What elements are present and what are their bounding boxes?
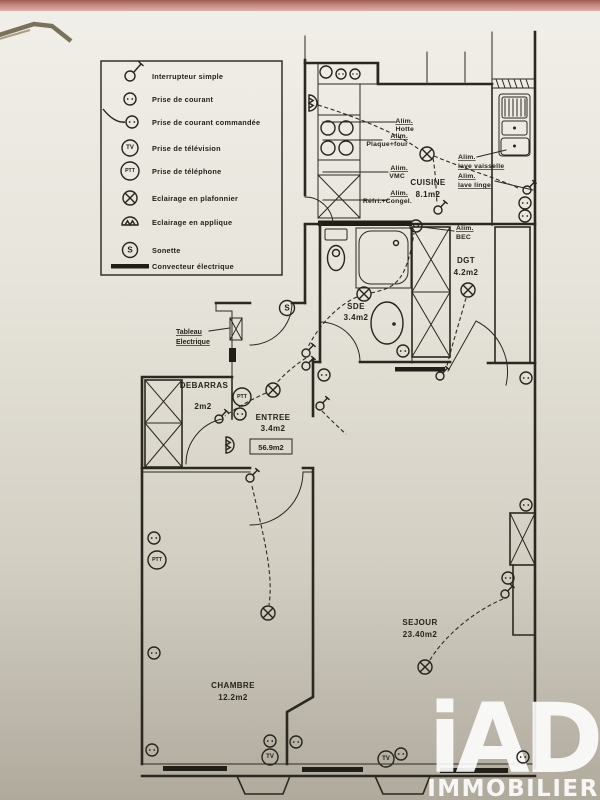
alim-refri-name: Réfri.+Congel.	[363, 198, 412, 205]
legend-box: Interrupteur simple Prise de courant Pri…	[100, 60, 283, 276]
room-area-sde: 3.4m2	[344, 313, 369, 322]
legend-item-switch: Interrupteur simple	[124, 60, 223, 82]
legend-item-phone: Prise de téléphone	[120, 161, 221, 181]
alim-bec-prefix: Alim.	[456, 225, 474, 232]
debarras-closet	[144, 379, 183, 468]
alim-plaque-name: Plaque+four	[366, 141, 408, 148]
shower	[355, 227, 412, 289]
alim-lave-linge-name: lave linge	[458, 182, 491, 189]
walls	[140, 30, 537, 795]
dgt-closet	[411, 226, 451, 358]
alim-plaque-prefix: Alim.	[390, 133, 408, 140]
legend-label: Interrupteur simple	[152, 72, 223, 81]
room-area-sejour: 23.40m2	[403, 630, 438, 639]
alim-lave-vaisselle-name: lave vaisselle	[458, 163, 504, 170]
legend-label: Prise de courant commandée	[152, 118, 260, 127]
switch-icon	[124, 60, 144, 82]
panel-label-line2: Electrique	[176, 339, 210, 346]
room-label-chambre: CHAMBRE	[211, 681, 255, 690]
panel-label: Tableau Electrique	[176, 329, 210, 346]
wiring-curves	[224, 104, 521, 661]
legend-item-tv: Prise de télévision	[121, 139, 221, 157]
alim-vmc-name: VMC	[389, 173, 405, 180]
alim-lave-vaisselle-prefix: Alim.	[458, 154, 476, 161]
electric-heater	[440, 768, 508, 773]
room-area-cuisine: 8.1m2	[416, 190, 441, 199]
room-area-dgt: 4.2m2	[454, 268, 479, 277]
electric-heater	[395, 367, 445, 372]
alim-bec-name: BEC	[456, 234, 471, 241]
legend-label: Eclairage en plafonnier	[152, 194, 238, 203]
sink-unit	[498, 93, 531, 157]
pen-object	[0, 21, 73, 43]
room-labels: CUISINE 8.1m2 SDE 3.4m2 DGT 4.2m2 ENTREE…	[180, 178, 479, 702]
legend-label: Sonette	[152, 246, 181, 255]
legend-item-switched-outlet: Prise de courant commandée	[102, 108, 260, 129]
room-label-dgt: DGT	[457, 256, 475, 265]
total-area-box: 56.9m2	[249, 438, 293, 455]
room-label-entree: ENTREE	[256, 413, 291, 422]
legend-item-doorbell: Sonette	[121, 241, 181, 259]
room-area-chambre: 12.2m2	[218, 693, 248, 702]
legend-label: Prise de télévision	[152, 144, 221, 153]
room-label-debarras: DEBARRAS	[180, 381, 229, 390]
room-area-entree: 3.4m2	[261, 424, 286, 433]
legend-item-ceiling-light: Eclairage en plafonnier	[122, 190, 238, 206]
sejour-niche	[509, 512, 536, 636]
legend-label: Convecteur électrique	[152, 262, 234, 271]
electric-heater	[163, 766, 227, 771]
room-label-cuisine: CUISINE	[410, 178, 446, 187]
alim-vmc-prefix: Alim.	[390, 165, 408, 172]
alim-labels: Alim. Hotte Alim. Plaque+four Alim. VMC …	[363, 118, 504, 241]
fridge	[317, 174, 361, 219]
leader-lines	[208, 121, 534, 332]
electric-heater	[302, 767, 363, 772]
alim-lave-linge-prefix: Alim.	[458, 173, 476, 180]
toilet	[324, 228, 348, 272]
room-label-sde: SDE	[347, 302, 365, 311]
legend-item-wall-light: Eclairage en applique	[121, 216, 232, 227]
alim-hotte-name: Hotte	[396, 126, 414, 133]
shaft	[494, 226, 531, 364]
watermark-brand: iAD	[429, 683, 599, 795]
cooktop	[320, 120, 354, 156]
fixtures	[317, 62, 531, 345]
electrical-panel	[229, 317, 243, 362]
legend-item-outlet: Prise de courant	[123, 92, 213, 106]
legend-label: Eclairage en applique	[152, 218, 232, 227]
alim-hotte-prefix: Alim.	[395, 118, 413, 125]
total-area-value: 56.9m2	[258, 443, 283, 452]
kitchen-counter	[317, 62, 378, 219]
legend-item-heater: Convecteur électrique	[111, 262, 234, 271]
room-label-sejour: SEJOUR	[402, 618, 437, 627]
watermark-subtitle: IMMOBILIER	[427, 776, 599, 800]
heater-icon	[111, 264, 149, 269]
photo-background-band	[0, 0, 600, 11]
washbasin	[370, 301, 404, 345]
legend-label: Prise de courant	[152, 95, 213, 104]
alim-refri-prefix: Alim.	[390, 190, 408, 197]
iad-watermark: iAD IMMOBILIER	[427, 683, 600, 800]
panel-label-line1: Tableau	[176, 329, 202, 336]
legend-label: Prise de téléphone	[152, 167, 221, 176]
room-area-debarras: 2m2	[194, 402, 211, 411]
